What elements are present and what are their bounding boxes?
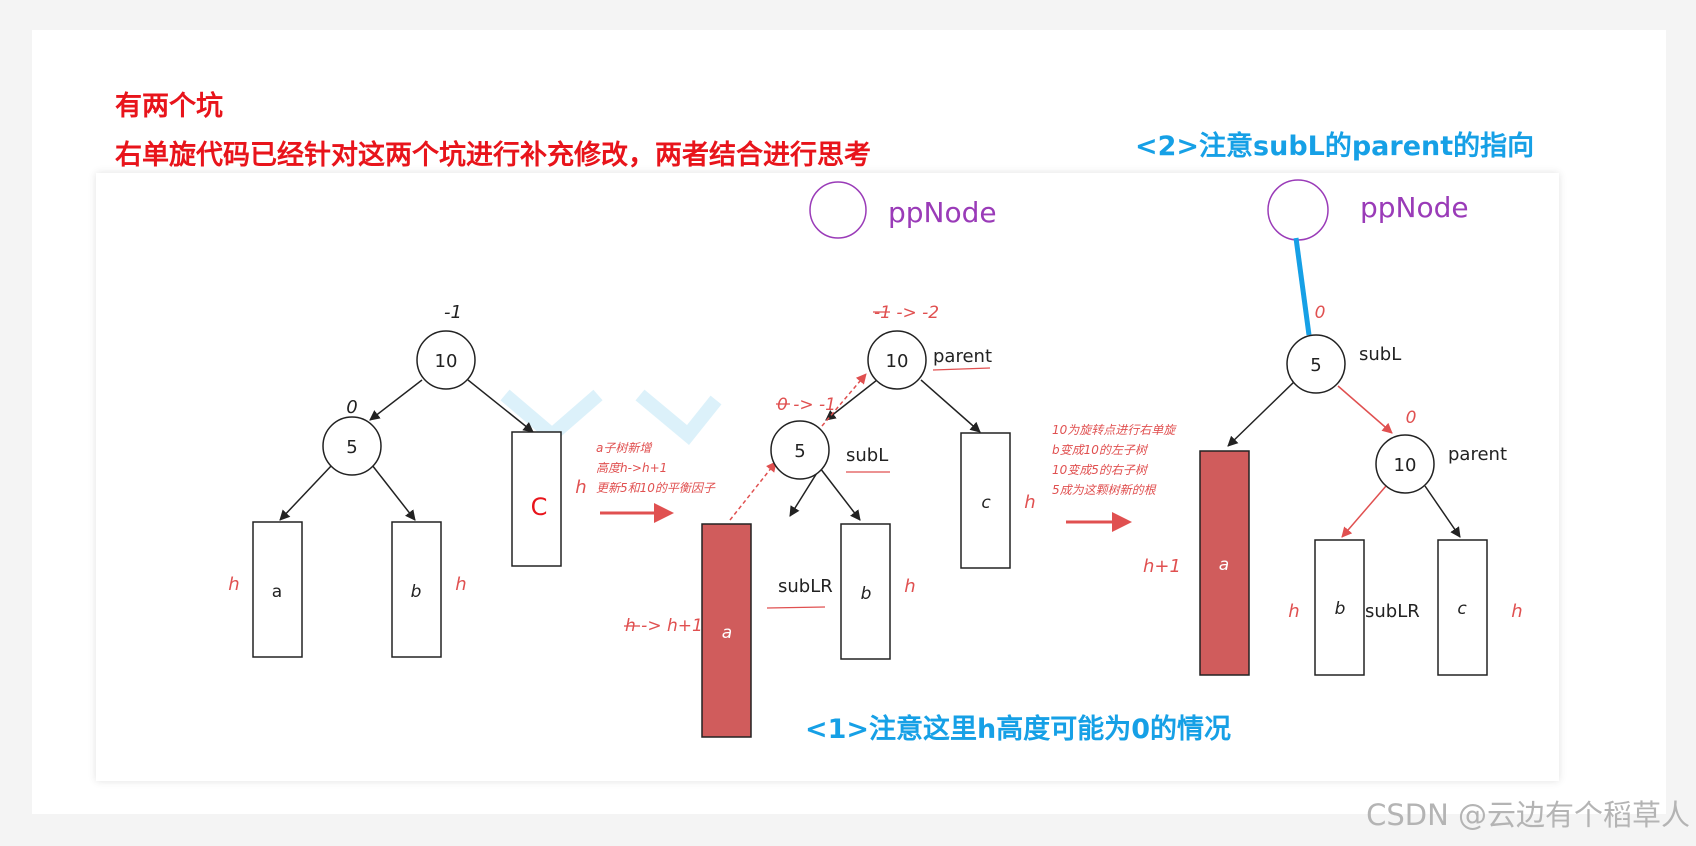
node-5 xyxy=(770,420,830,480)
height-a-change: h -> h+1 xyxy=(625,616,703,636)
height-b: h xyxy=(455,574,466,595)
subtree-c xyxy=(960,432,1011,569)
sublr-label: subLR xyxy=(778,576,833,597)
node-5-label: 5 xyxy=(1310,355,1321,376)
sublr-label: subLR xyxy=(1365,601,1420,622)
step-1: a子树新增 高度h->h+1 更新5和10的平衡因子 xyxy=(596,441,716,523)
ppnode-1-label: ppNode xyxy=(888,196,997,229)
ppnode-2-label: ppNode xyxy=(1360,191,1469,224)
subtree-a-label: a xyxy=(1219,555,1229,575)
bf-10-change: -1 -> -2 xyxy=(874,303,939,323)
height-b: h xyxy=(1288,601,1299,622)
subtree-b xyxy=(840,523,891,660)
subtree-c-label: c xyxy=(981,493,991,513)
node-10 xyxy=(867,330,927,390)
node-10-label: 10 xyxy=(435,351,458,372)
subtree-a-label: a xyxy=(272,582,282,602)
step2-note-1: 10为旋转点进行右单旋 xyxy=(1052,423,1177,437)
subtree-a-label: a xyxy=(722,623,732,643)
csdn-watermark: CSDN @云边有个稻草人 xyxy=(1366,798,1690,832)
watermark-chevron xyxy=(500,389,722,445)
step2-note-4: 5成为这颗树新的根 xyxy=(1052,483,1157,497)
height-c: h xyxy=(1024,492,1035,513)
ppnode-link xyxy=(1293,237,1312,336)
subl-label: subL xyxy=(1359,344,1401,365)
parent-label: parent xyxy=(933,346,992,367)
subtree-b-label: b xyxy=(411,582,422,602)
tree-3: ppNode 5 10 0 0 subL parent a b c subLR … xyxy=(1143,179,1523,676)
step1-note-3: 更新5和10的平衡因子 xyxy=(596,481,716,495)
height-c: h xyxy=(575,477,586,498)
node-5-label: 5 xyxy=(794,441,805,462)
node-10 xyxy=(1375,434,1435,494)
subtree-a xyxy=(701,523,752,738)
node-10 xyxy=(416,330,476,390)
subtree-a xyxy=(1199,450,1250,676)
heading-line-1: 有两个坑 xyxy=(115,91,223,122)
parent-label: parent xyxy=(1448,444,1507,465)
note-subl-parent: <2>注意subL的parent的指向 xyxy=(1135,131,1535,162)
node-5 xyxy=(322,416,382,476)
subtree-b-label: b xyxy=(1335,599,1346,619)
ppnode-1 xyxy=(809,181,867,239)
subtree-c-label: c xyxy=(1457,599,1467,619)
bf-5: 0 xyxy=(346,397,357,418)
step2-note-3: 10变成5的右子树 xyxy=(1052,463,1149,477)
ppnode-2 xyxy=(1267,179,1329,241)
tree-1: 10 5 -1 0 a b C h h h xyxy=(228,302,587,658)
bf-5: 0 xyxy=(1315,303,1326,323)
subtree-b xyxy=(1314,539,1365,676)
bf-10: 0 xyxy=(1406,408,1417,428)
subtree-a xyxy=(252,521,303,658)
node-5-label: 5 xyxy=(346,437,357,458)
note-h-zero: <1>注意这里h高度可能为0的情况 xyxy=(805,714,1232,745)
tree-2: ppNode 10 5 -1 -> -2 0 -> -1 parent subL… xyxy=(624,181,1036,738)
bf-10: -1 xyxy=(444,302,462,323)
heading-line-2: 右单旋代码已经针对这两个坑进行补充修改，两者结合进行思考 xyxy=(115,140,871,171)
subtree-b xyxy=(391,521,442,658)
subl-label: subL xyxy=(846,445,888,466)
height-a: h+1 xyxy=(1143,556,1181,577)
subtree-c xyxy=(1437,539,1488,676)
step1-note-2: 高度h->h+1 xyxy=(596,461,667,475)
subtree-c xyxy=(511,431,562,567)
subtree-b-label: b xyxy=(861,584,872,604)
height-b: h xyxy=(904,576,915,597)
step1-note-1: a子树新增 xyxy=(596,441,652,455)
node-10-label: 10 xyxy=(886,351,909,372)
step-2: 10为旋转点进行右单旋 b变成10的左子树 10变成5的右子树 5成为这颗树新的… xyxy=(1052,423,1177,532)
height-c: h xyxy=(1511,601,1522,622)
step2-note-2: b变成10的左子树 xyxy=(1052,443,1149,457)
node-10-label: 10 xyxy=(1394,455,1417,476)
bf-5-change: 0 -> -1 xyxy=(777,395,836,415)
subtree-c-label: C xyxy=(531,493,548,521)
height-a: h xyxy=(228,574,239,595)
node-5 xyxy=(1286,334,1346,394)
